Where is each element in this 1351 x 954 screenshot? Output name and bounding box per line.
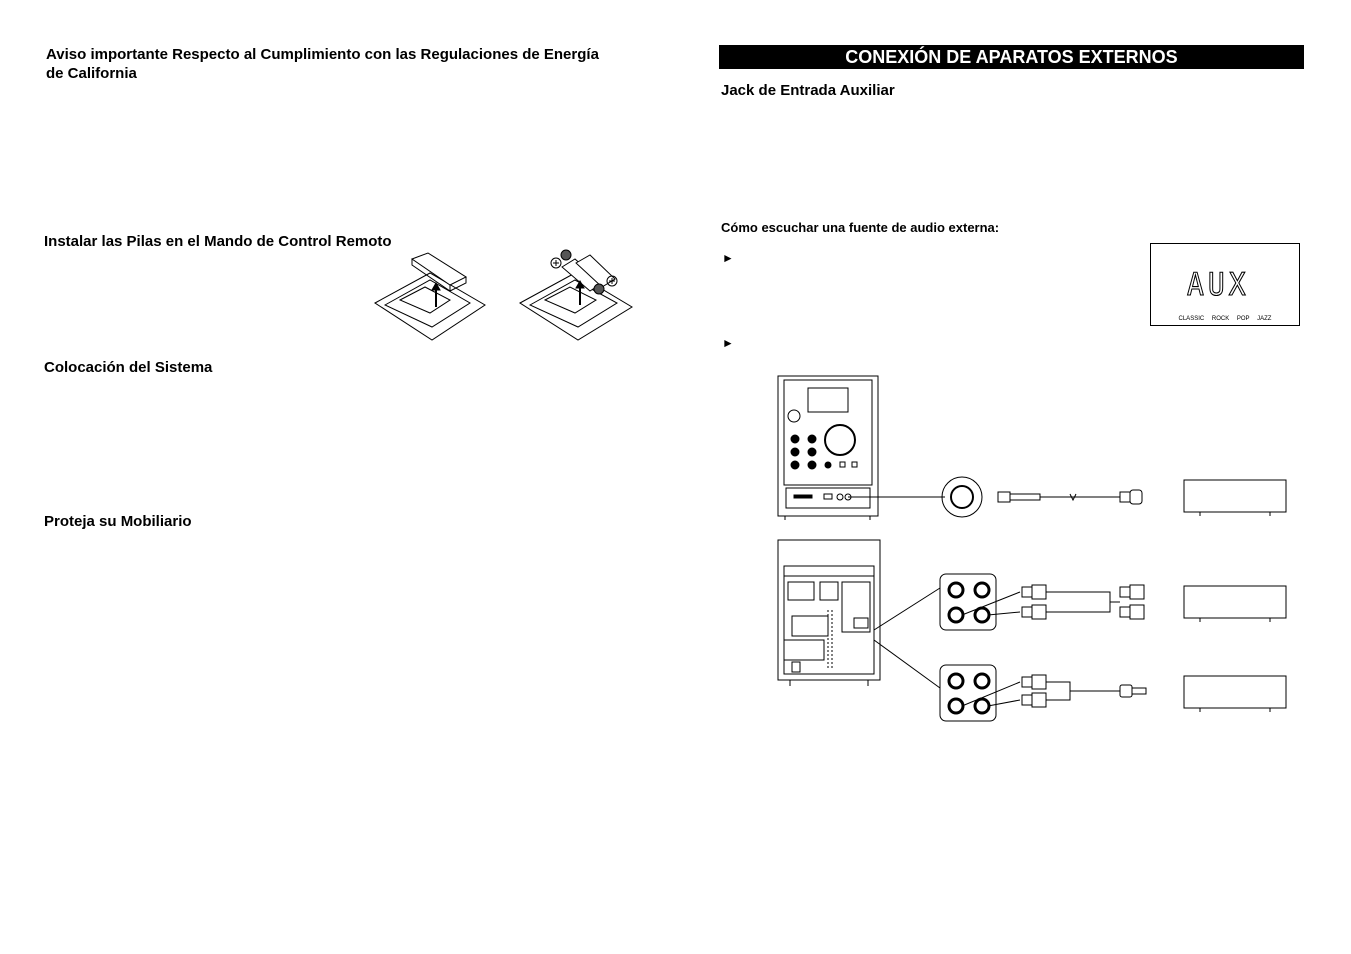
stereo-rear-figure xyxy=(777,539,881,686)
stereo-front-figure xyxy=(777,375,879,520)
heading-california-energy: Aviso importante Respecto al Cumplimient… xyxy=(46,46,599,82)
section-banner: CONEXIÓN DE APARATOS EXTERNOS xyxy=(719,45,1304,69)
heading-listen-external: Cómo escuchar una fuente de audio extern… xyxy=(721,220,1000,235)
external-device-2 xyxy=(1183,585,1287,619)
bullet-arrow-2: ► xyxy=(722,336,734,350)
external-device-1 xyxy=(1183,479,1287,513)
rca-jack-panel-2 xyxy=(939,664,997,722)
heading-aux-jack: Jack de Entrada Auxiliar xyxy=(721,82,895,99)
bullet-arrow-1: ► xyxy=(722,251,734,265)
heading-system-placement: Colocación del Sistema xyxy=(44,359,213,376)
aux-display-panel: AUX CLASSIC ROCK POP JAZZ xyxy=(1150,243,1300,326)
heading-install-batteries: Instalar las Pilas en el Mando de Contro… xyxy=(44,233,392,250)
eq-preset-jazz: JAZZ xyxy=(1257,316,1272,322)
remote-cover-open-figure xyxy=(374,252,486,341)
remote-battery-illustration xyxy=(374,249,633,341)
eq-preset-pop: POP xyxy=(1236,316,1250,322)
remote-batteries-figure xyxy=(519,249,633,341)
external-device-3 xyxy=(1183,675,1287,709)
eq-preset-rock: ROCK xyxy=(1211,316,1230,322)
aux-connection-diagram xyxy=(777,375,1287,722)
rca-jack-panel-1 xyxy=(939,573,997,631)
eq-preset-classic: CLASSIC xyxy=(1178,316,1205,322)
heading-protect-furniture: Proteja su Mobiliario xyxy=(44,513,192,530)
eq-preset-row: CLASSIC ROCK POP JAZZ xyxy=(1151,316,1299,322)
display-readout: AUX xyxy=(1187,266,1250,303)
